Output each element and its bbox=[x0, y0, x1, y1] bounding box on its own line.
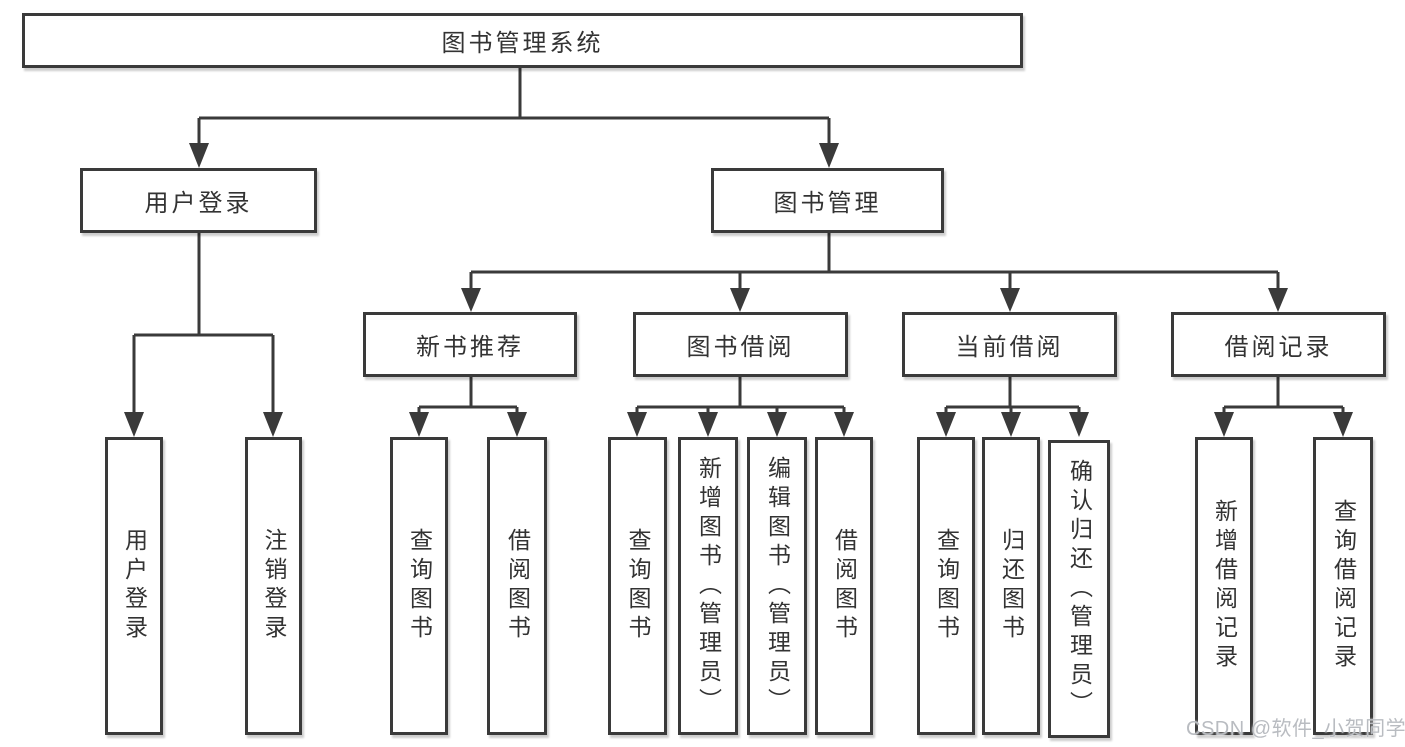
node-book-management-label: 图书管理 bbox=[773, 190, 882, 217]
arrowhead-icon bbox=[1001, 412, 1021, 437]
leaf-edit-book-admin: 编辑图书（管理员） bbox=[747, 437, 807, 735]
arrowhead-icon bbox=[627, 412, 647, 437]
leaf-borrow-books-recommend-label: 借阅图书 bbox=[504, 528, 531, 644]
arrowhead-icon bbox=[936, 412, 956, 437]
arrowhead-icon bbox=[730, 288, 750, 312]
arrowhead-icon bbox=[124, 412, 144, 437]
leaf-query-borrow-record: 查询借阅记录 bbox=[1313, 437, 1373, 735]
connector-new-book-recommend-to-children bbox=[417, 375, 519, 414]
csdn-watermark: CSDN @软件_小贺同学 bbox=[1186, 718, 1405, 740]
leaf-add-book-admin-label: 新增图书（管理员） bbox=[695, 455, 722, 717]
leaf-query-books-current-label: 查询图书 bbox=[933, 528, 960, 644]
arrowhead-icon bbox=[1333, 412, 1353, 437]
leaf-user-login-label: 用户登录 bbox=[121, 528, 148, 644]
leaf-return-book-label: 归还图书 bbox=[998, 528, 1025, 644]
arrowhead-icon bbox=[461, 288, 481, 312]
leaf-add-borrow-record: 新增借阅记录 bbox=[1195, 437, 1253, 735]
arrowhead-icon bbox=[1268, 288, 1288, 312]
arrowhead-icon bbox=[819, 143, 839, 168]
node-borrow-records-label: 借阅记录 bbox=[1224, 334, 1333, 361]
leaf-user-login: 用户登录 bbox=[105, 437, 163, 735]
leaf-return-book: 归还图书 bbox=[982, 437, 1040, 735]
leaf-query-books-recommend-label: 查询图书 bbox=[406, 528, 433, 644]
connector-book-mgmt-to-level3 bbox=[469, 231, 1280, 290]
node-root-label: 图书管理系统 bbox=[441, 30, 604, 57]
leaf-query-books-borrow-label: 查询图书 bbox=[625, 528, 651, 644]
connector-book-borrow-to-children bbox=[635, 375, 846, 414]
arrowhead-icon bbox=[1214, 412, 1234, 437]
leaf-borrow-books-label: 借阅图书 bbox=[831, 528, 858, 644]
arrowhead-icon bbox=[1000, 288, 1020, 312]
leaf-edit-book-admin-label: 编辑图书（管理员） bbox=[764, 455, 791, 717]
node-new-book-recommend: 新书推荐 bbox=[363, 312, 577, 377]
arrowhead-icon bbox=[189, 143, 209, 168]
leaf-query-books-recommend: 查询图书 bbox=[390, 437, 448, 735]
node-book-borrow: 图书借阅 bbox=[633, 312, 848, 377]
node-borrow-records: 借阅记录 bbox=[1171, 312, 1386, 377]
arrowhead-icon bbox=[409, 412, 429, 437]
node-root: 图书管理系统 bbox=[22, 13, 1023, 68]
node-book-borrow-label: 图书借阅 bbox=[686, 334, 795, 361]
leaf-logout-label: 注销登录 bbox=[261, 528, 287, 644]
leaf-query-books-borrow: 查询图书 bbox=[608, 437, 667, 735]
connector-user-login-to-children bbox=[132, 231, 275, 415]
leaf-borrow-books: 借阅图书 bbox=[815, 437, 873, 735]
arrowhead-icon bbox=[767, 412, 787, 437]
leaf-confirm-return-admin: 确认归还（管理员） bbox=[1048, 440, 1110, 738]
node-new-book-recommend-label: 新书推荐 bbox=[416, 334, 524, 361]
arrowhead-icon bbox=[1069, 412, 1089, 437]
connector-borrow-records-to-children bbox=[1222, 375, 1345, 414]
connector-root-to-level2 bbox=[197, 66, 831, 146]
arrowhead-icon bbox=[263, 412, 283, 437]
arrowhead-icon bbox=[698, 412, 718, 437]
leaf-query-borrow-record-label: 查询借阅记录 bbox=[1330, 499, 1357, 673]
node-user-login-label: 用户登录 bbox=[144, 190, 253, 217]
leaf-add-book-admin: 新增图书（管理员） bbox=[678, 437, 738, 735]
leaf-query-books-current: 查询图书 bbox=[917, 437, 975, 735]
node-current-borrow: 当前借阅 bbox=[902, 312, 1117, 377]
leaf-logout: 注销登录 bbox=[245, 437, 302, 735]
node-user-login: 用户登录 bbox=[80, 168, 317, 233]
node-book-management: 图书管理 bbox=[711, 168, 944, 233]
leaf-confirm-return-admin-label: 确认归还（管理员） bbox=[1066, 458, 1093, 720]
node-current-borrow-label: 当前借阅 bbox=[955, 334, 1064, 361]
connector-current-borrow-to-children bbox=[944, 375, 1081, 414]
leaf-add-borrow-record-label: 新增借阅记录 bbox=[1211, 499, 1238, 673]
arrowhead-icon bbox=[507, 412, 527, 437]
leaf-borrow-books-recommend: 借阅图书 bbox=[487, 437, 547, 735]
arrowhead-icon bbox=[834, 412, 854, 437]
